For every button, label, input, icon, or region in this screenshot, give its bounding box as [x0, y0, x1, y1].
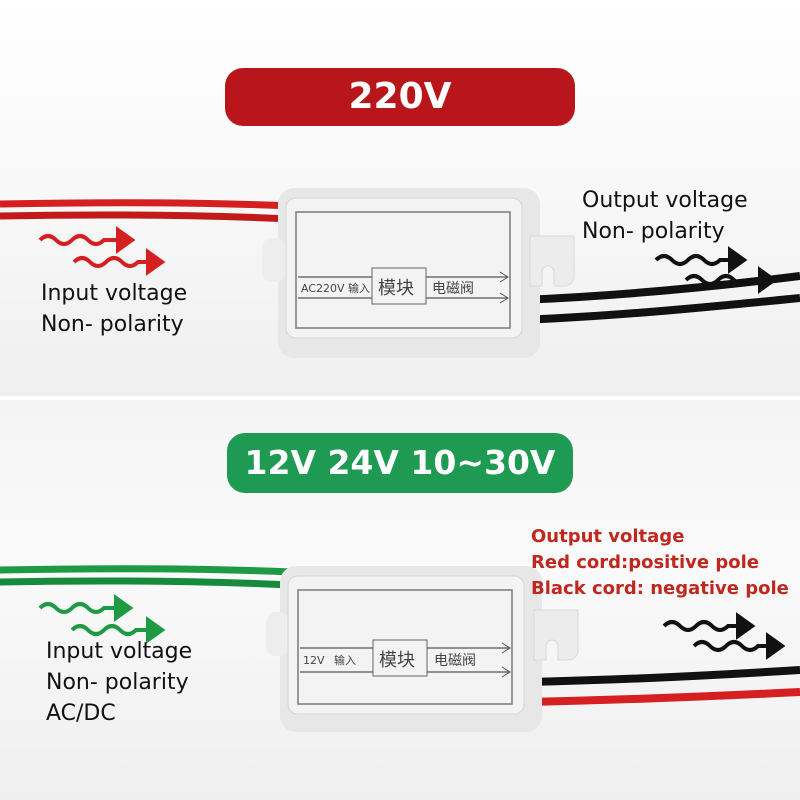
output-label-line: Red cord:positive pole [531, 552, 759, 573]
input-label: Input voltage Non- polarity AC/DC [46, 636, 192, 729]
voltage-banner: 12V 24V 10~30V [227, 433, 573, 493]
output-arrow-icon [662, 612, 786, 660]
input-wire [0, 199, 293, 210]
module-left-text: AC220V [301, 282, 345, 295]
output-arrow-icon [654, 246, 778, 294]
module-left-text: 12V [303, 654, 325, 667]
output-wire [519, 294, 800, 324]
module-box: AC220V 输入 模块 电磁阀 [262, 188, 575, 358]
module-right-text: 电磁阀 [434, 653, 476, 669]
module-right-text: 电磁阀 [432, 281, 474, 297]
input-wire [0, 211, 293, 223]
input-wire [0, 565, 293, 576]
output-label: Output voltage Red cord:positive pole Bl… [531, 524, 789, 602]
top-scene: AC220V 输入 模块 电磁阀 [0, 188, 800, 358]
output-label: Output voltage Non- polarity [582, 185, 748, 247]
voltage-banner: 220V [225, 68, 575, 126]
output-label-line: Output voltage [531, 526, 685, 547]
output-label-line: Black cord: negative pole [531, 578, 789, 599]
top-panel: AC220V 输入 模块 电磁阀 220V Input voltage Non-… [0, 0, 800, 400]
input-arrow-icon [38, 226, 166, 276]
module-center-text: 模块 [378, 278, 414, 299]
input-label-line: Input voltage [46, 639, 193, 664]
output-wire-negative [524, 666, 800, 686]
input-label-line: Input voltage [41, 281, 188, 306]
input-label-line: Non- polarity [41, 312, 184, 337]
output-label-line: Output voltage [582, 188, 748, 213]
input-wire [0, 577, 293, 589]
module-box: 12V 输入 模块 电磁阀 [266, 566, 579, 732]
module-mid-text: 输入 [348, 281, 370, 295]
input-label-line: AC/DC [46, 701, 116, 726]
bottom-panel: 12V 输入 模块 电磁阀 12V 24V 10~30V Input volta… [0, 400, 800, 800]
bottom-scene: 12V 输入 模块 电磁阀 [0, 565, 800, 732]
input-label: Input voltage Non- polarity [41, 278, 187, 340]
output-wire-positive [524, 688, 800, 706]
module-mid-text: 输入 [334, 653, 356, 667]
input-arrow-icon [38, 594, 166, 644]
output-label-line: Non- polarity [582, 219, 725, 244]
module-center-text: 模块 [379, 650, 415, 671]
input-label-line: Non- polarity [46, 670, 189, 695]
